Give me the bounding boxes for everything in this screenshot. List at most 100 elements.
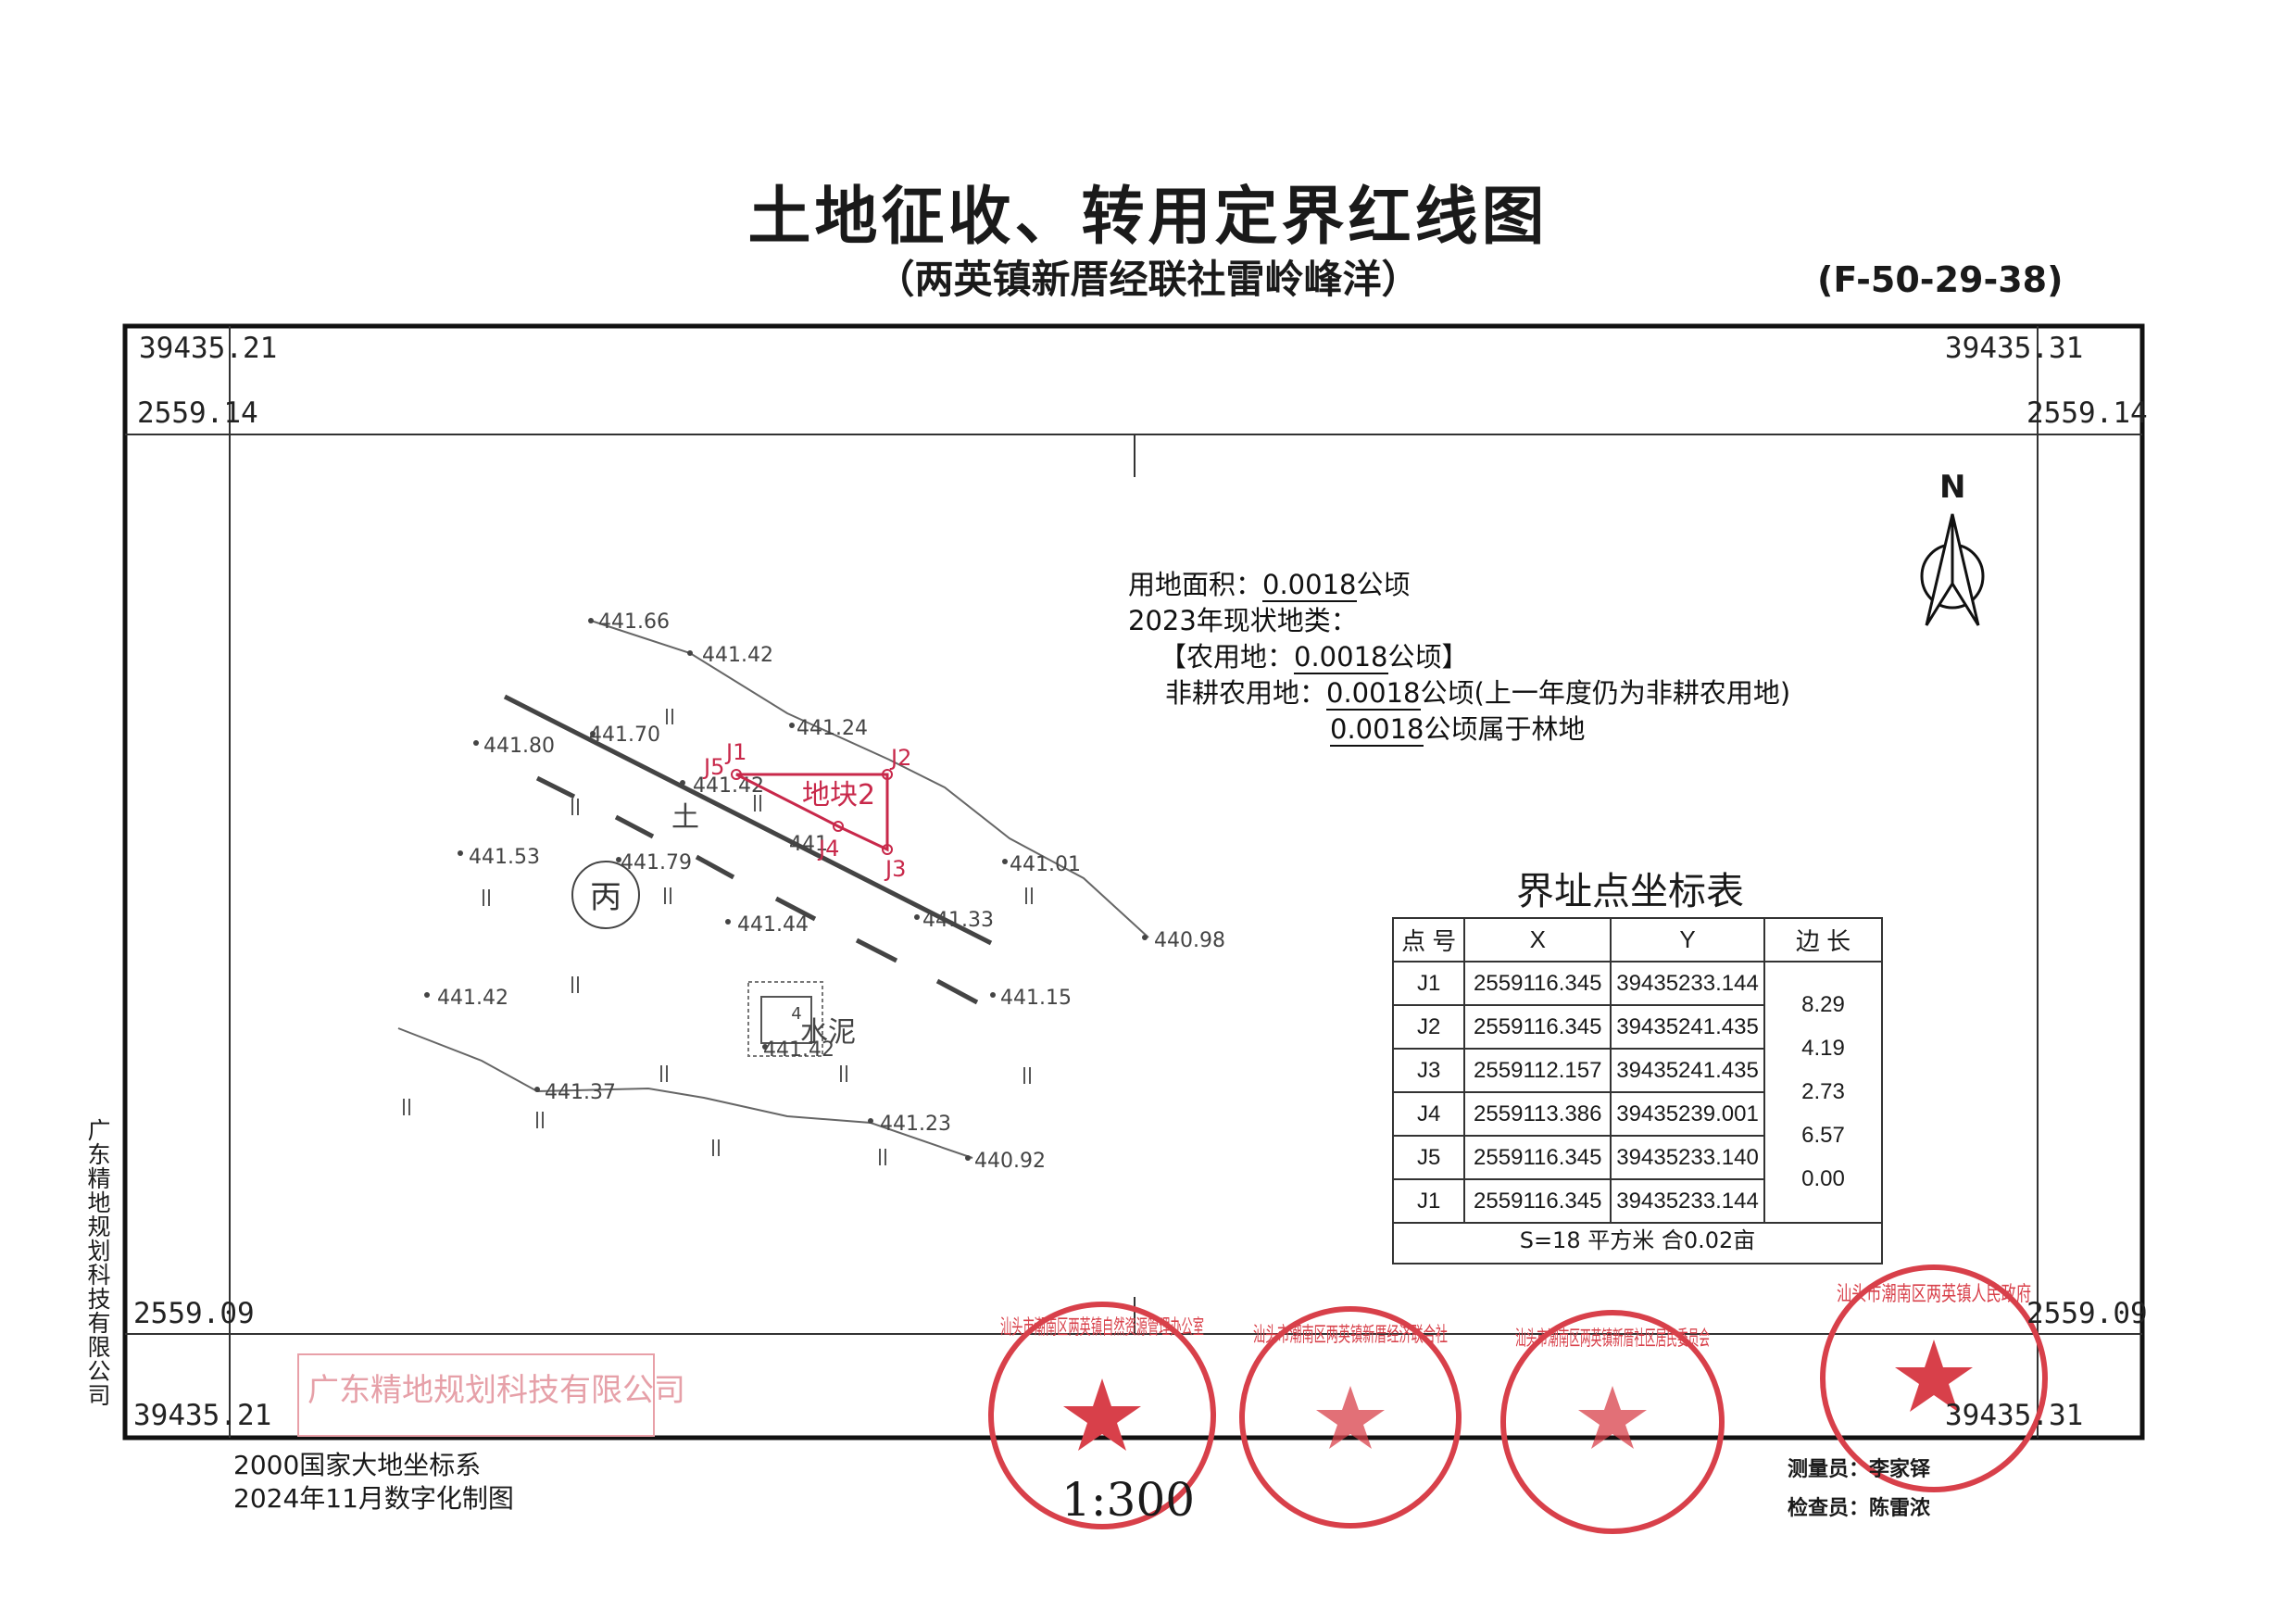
bing-circle [571, 861, 640, 929]
building-shape [747, 981, 823, 1057]
road-line-solid [503, 694, 993, 946]
cell-x: 2559113.386 [1463, 1091, 1612, 1137]
coord-bottom-left-y: 39435.21 [133, 1399, 272, 1432]
page-subtitle: （两英镇新厝经联社雷岭峰洋） [875, 257, 1421, 302]
area-line: 用地面积：0.0018公顷 [1128, 567, 1411, 603]
cell-y: 39435239.001 [1610, 1091, 1765, 1137]
cell-x: 2559116.345 [1463, 1135, 1612, 1180]
svg-text:441.79: 441.79 [621, 851, 692, 874]
header-y: Y [1610, 917, 1765, 962]
stamp-stars [1063, 1340, 1973, 1451]
side-company: 广东精地规划科技有限公司 [87, 1117, 111, 1409]
area-unit: 公顷 [1356, 569, 1411, 600]
surveyor-line: 测量员：李家铎 [1788, 1451, 1930, 1490]
svg-text:441.80: 441.80 [483, 735, 555, 758]
coord-bottom-left-x: 2559.09 [133, 1297, 255, 1330]
svg-text:441.33: 441.33 [922, 909, 994, 932]
cell-y: 39435241.435 [1610, 1048, 1765, 1093]
cell-pt: J5 [1391, 1135, 1466, 1180]
company-stamp-text: 广东精地规划科技有限公司 [307, 1372, 685, 1409]
cell-length: 4.19 [1763, 1005, 1884, 1061]
stamp2-text: 汕头市潮南区两英镇新厝经济联合社 [1253, 1324, 1448, 1347]
symbol-tu: 土 [671, 801, 699, 834]
cell-x: 2559112.157 [1463, 1048, 1612, 1093]
cell-length: 2.73 [1763, 1049, 1884, 1104]
cell-y: 39435233.140 [1610, 1135, 1765, 1180]
cell-x: 2559116.345 [1463, 1178, 1612, 1224]
svg-text:441.42: 441.42 [437, 987, 508, 1010]
noncrop-value: 0.0018 [1326, 677, 1421, 711]
header-x: X [1463, 917, 1612, 962]
forest-line: 0.0018公顷属于林地 [1330, 711, 1586, 748]
parcel-label: 地块2 [802, 779, 875, 812]
checker-name: 陈雷浓 [1869, 1497, 1931, 1520]
svg-text:J1: J1 [724, 739, 747, 765]
terrain-lines [397, 620, 1149, 1159]
coord-bottom-right-x: 2559.09 [2026, 1297, 2148, 1330]
sheet-number: (F-50-29-38) [1817, 259, 2064, 300]
cell-length: 6.57 [1763, 1092, 1884, 1148]
cell-y: 39435233.144 [1610, 961, 1765, 1006]
svg-text:440.92: 440.92 [974, 1150, 1046, 1173]
svg-text:441.70: 441.70 [589, 723, 660, 747]
header-pt: 点 号 [1391, 917, 1466, 962]
table-header-row: 点 号 X Y 边 长 [1391, 917, 1884, 962]
surveyor-label: 测量员： [1788, 1458, 1870, 1481]
svg-text:441.01: 441.01 [1010, 853, 1081, 876]
forest-note: 公顷属于林地 [1424, 713, 1586, 745]
coord-top-left-x: 2559.14 [137, 396, 258, 430]
parcel-point-labels: J1 J2 J3 J4 J5 [702, 739, 911, 882]
map-date: 2024年11月数字化制图 [233, 1483, 514, 1514]
symbol-shuini: 水泥 [800, 1016, 856, 1049]
checker-label: 检查员： [1788, 1497, 1870, 1520]
cell-pt: J2 [1391, 1004, 1466, 1050]
agri-line: 【农用地：0.0018公顷】 [1160, 639, 1469, 675]
checker-line: 检查员：陈雷浓 [1788, 1490, 1930, 1529]
coord-top-right-y: 39435.31 [1945, 332, 2084, 365]
coord-system: 2000国家大地坐标系 [233, 1450, 482, 1480]
elevation-dots [424, 618, 1148, 1161]
cell-pt: J1 [1391, 961, 1466, 1006]
svg-text:J2: J2 [889, 745, 911, 771]
cell-y: 39435233.144 [1610, 1178, 1765, 1224]
cell-length: 8.29 [1763, 961, 1884, 1017]
svg-text:441.66: 441.66 [598, 610, 670, 634]
symbol-bing: 丙 [590, 879, 621, 916]
road-line-dashed [535, 775, 979, 1005]
official-stamps [988, 1264, 2048, 1534]
svg-text:J3: J3 [884, 856, 906, 882]
svg-text:441.37: 441.37 [545, 1081, 616, 1104]
svg-text:J4: J4 [817, 836, 839, 862]
north-arrow-icon [1920, 513, 1985, 626]
area-value: 0.0018 [1262, 569, 1357, 602]
grass-symbols [403, 709, 1033, 1165]
cell-y: 39435241.435 [1610, 1004, 1765, 1050]
svg-text:441.24: 441.24 [797, 717, 868, 740]
svg-text:441.15: 441.15 [1000, 987, 1072, 1010]
cell-length: 0.00 [1763, 1136, 1884, 1191]
header-len: 边 长 [1763, 917, 1884, 962]
cell-x: 2559116.345 [1463, 1004, 1612, 1050]
noncrop-label: 非耕农用地： [1165, 677, 1327, 709]
parcel-vertices [731, 769, 893, 855]
map-scale: 1:300 [1061, 1473, 1196, 1527]
svg-text:440.98: 440.98 [1154, 929, 1225, 952]
cell-pt: J1 [1391, 1178, 1466, 1224]
building-floor: 4 [791, 1004, 801, 1024]
outer-frame [122, 323, 2145, 1441]
company-stamp [297, 1353, 655, 1437]
svg-text:441: 441 [789, 833, 828, 856]
svg-text:441.44: 441.44 [737, 913, 809, 937]
agri-close: 公顷】 [1387, 641, 1469, 673]
cell-length [1763, 1179, 1884, 1224]
surveyor-name: 李家铎 [1869, 1458, 1931, 1481]
coord-bottom-right-y: 39435.31 [1945, 1399, 2084, 1432]
